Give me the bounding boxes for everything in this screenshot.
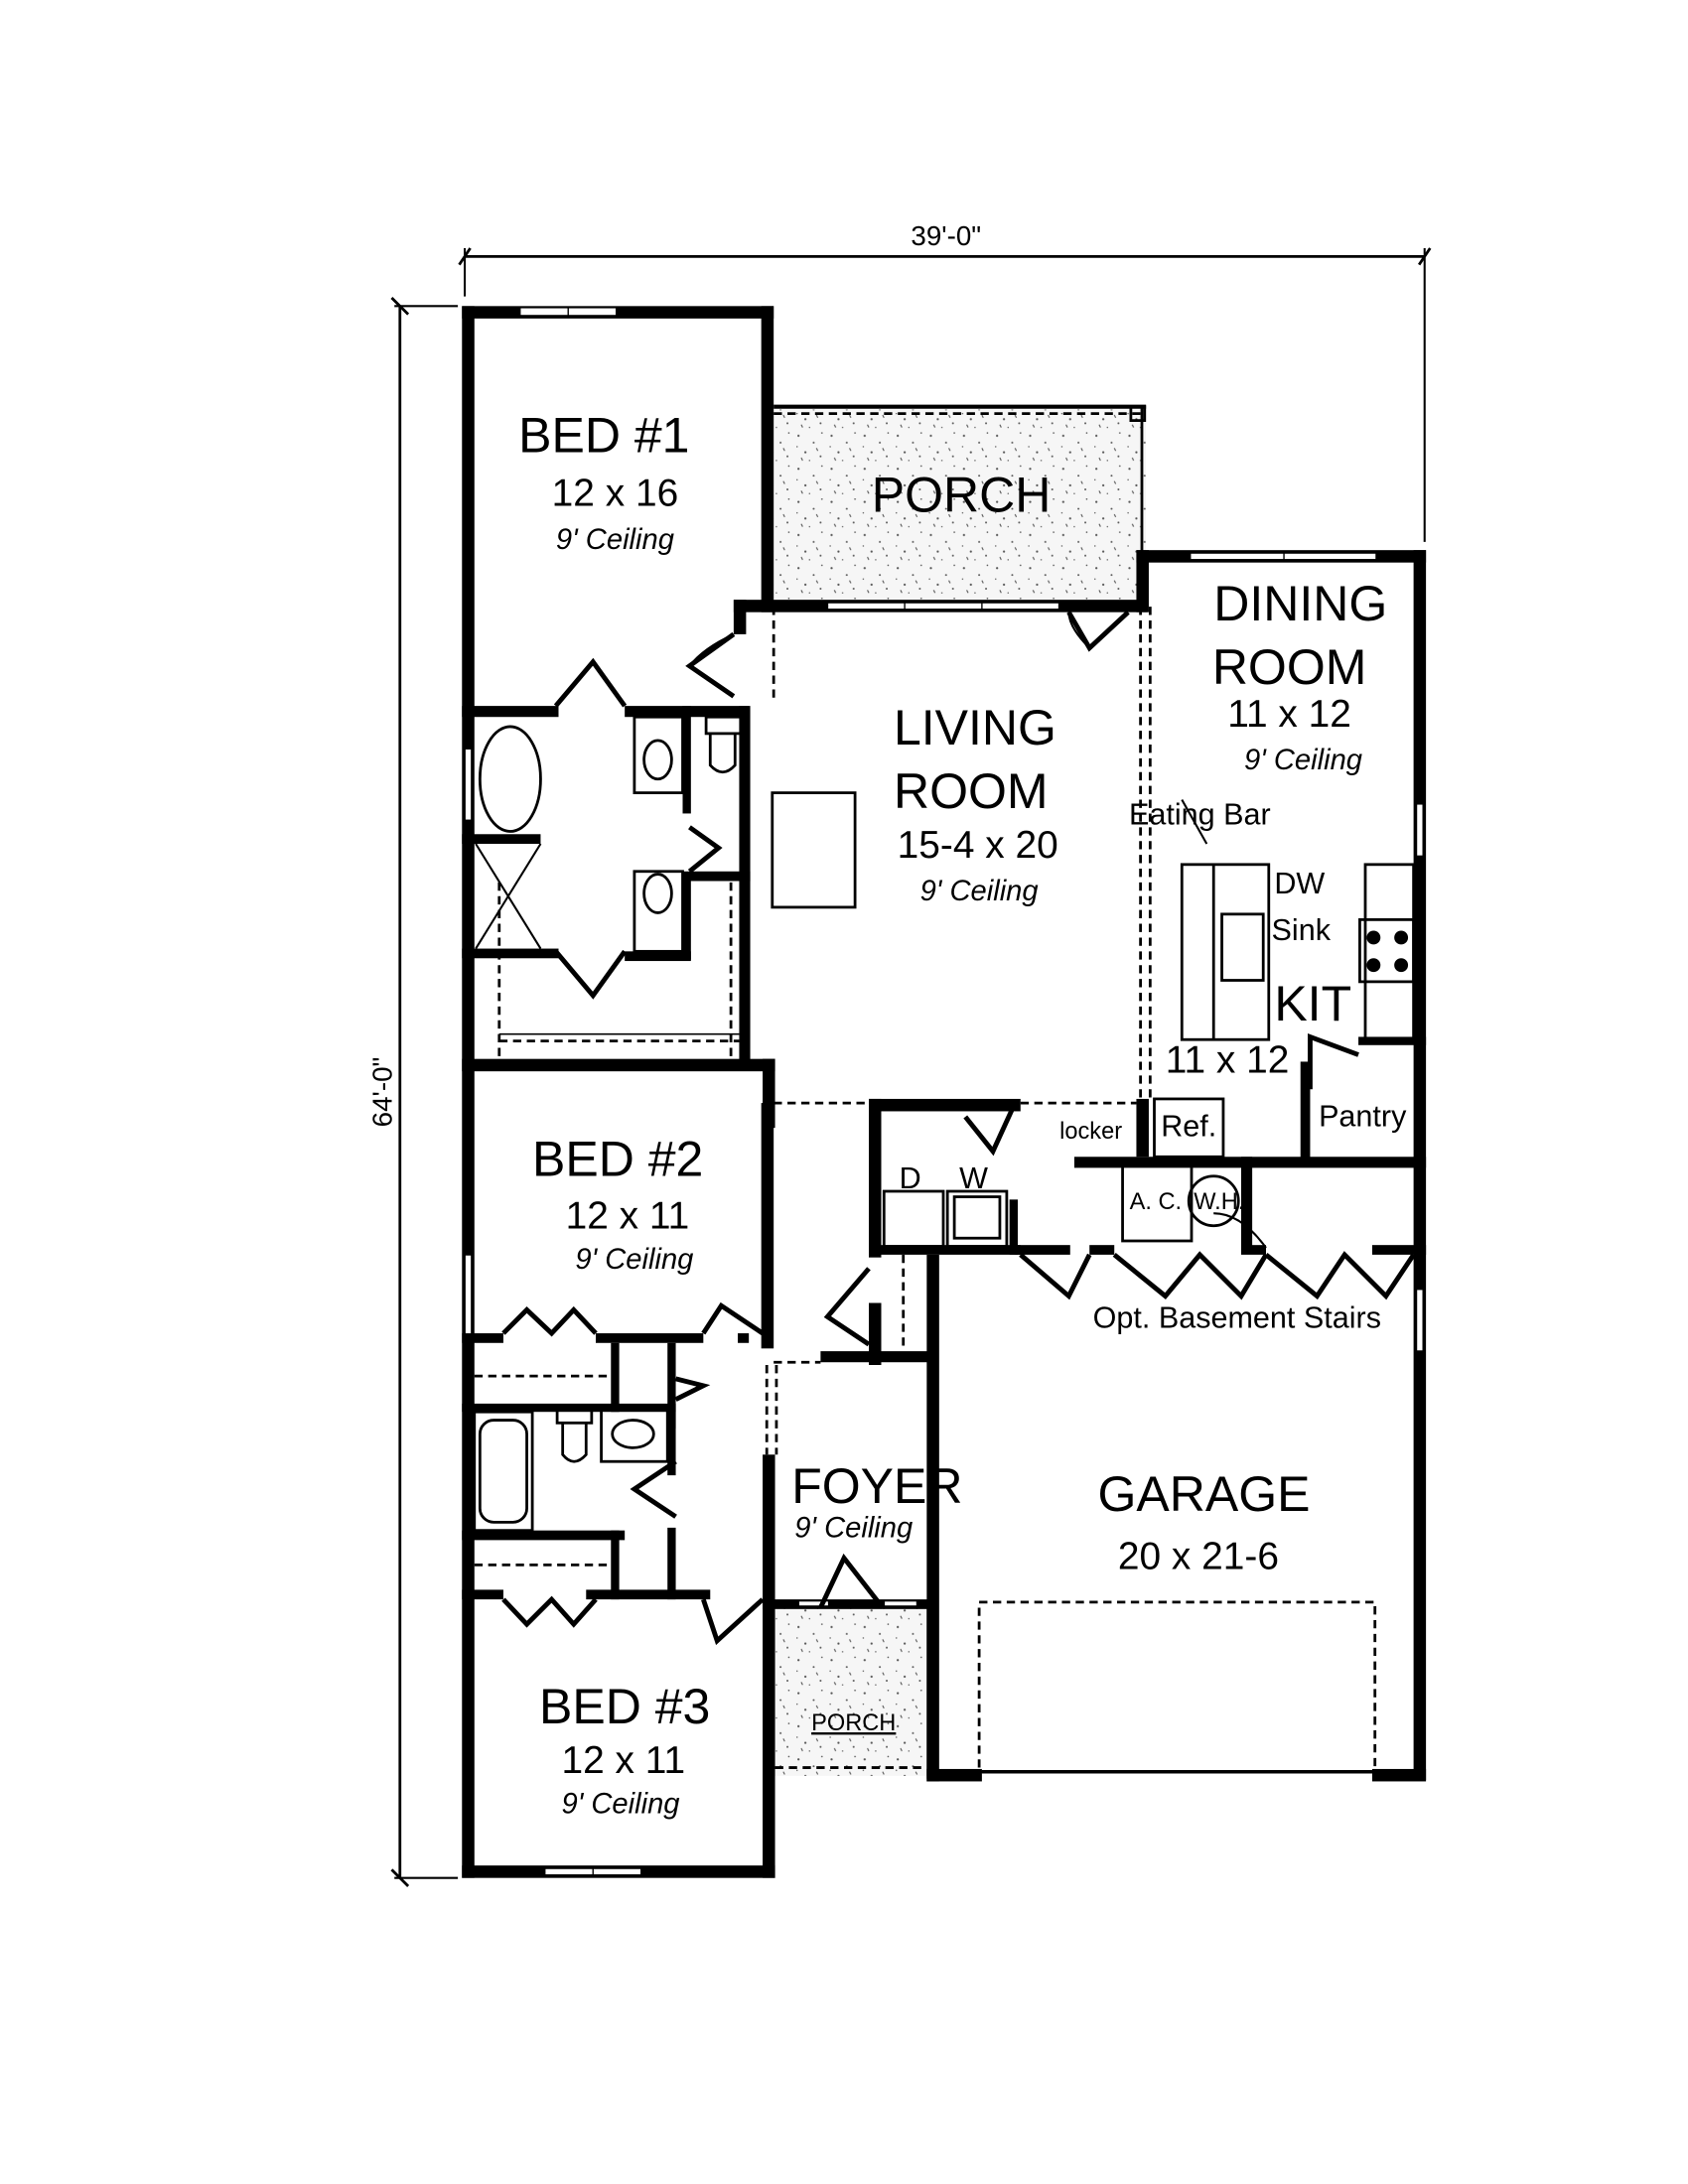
dining-ceiling: 9' Ceiling (1244, 745, 1362, 776)
bed1-ceiling: 9' Ceiling (556, 524, 674, 556)
bed1-name: BED #1 (518, 408, 689, 464)
rear-porch-name: PORCH (872, 467, 1052, 522)
room-bed2: BED #2 12 x 11 9' Ceiling (532, 1132, 703, 1276)
kitchen-size: 11 x 12 (1166, 1039, 1290, 1082)
garage-size: 20 x 21-6 (1118, 1536, 1279, 1578)
living-name-line2: ROOM (894, 763, 1049, 819)
basement-stairs-label: Opt. Basement Stairs (1093, 1301, 1381, 1335)
dining-size: 11 x 12 (1227, 693, 1351, 736)
doors (501, 610, 1416, 1646)
water-heater-label: W.H. (1194, 1189, 1244, 1215)
living-size: 15-4 x 20 (898, 824, 1058, 867)
room-porch-rear: PORCH (872, 467, 1052, 522)
garage-name: GARAGE (1098, 1466, 1311, 1522)
bed3-ceiling: 9' Ceiling (561, 1788, 679, 1820)
dining-name-line1: DINING (1213, 576, 1387, 631)
front-porch-name: PORCH (811, 1710, 896, 1736)
front-porch-slab (774, 1607, 927, 1776)
kitchen-name: KIT (1274, 976, 1351, 1031)
fixtures (473, 715, 1415, 1533)
foyer-name: FOYER (791, 1458, 962, 1514)
dimension-depth: 64'-0" (366, 297, 459, 1887)
sink-label: Sink (1272, 913, 1332, 947)
bed2-name: BED #2 (532, 1132, 703, 1187)
foyer-ceiling: 9' Ceiling (794, 1513, 913, 1545)
room-laundry: D W (900, 1161, 988, 1195)
windows (464, 306, 1425, 1876)
room-dining: DINING ROOM 11 x 12 9' Ceiling (1212, 576, 1387, 776)
dimension-width: 39'-0" (458, 220, 1432, 542)
dryer-label: D (900, 1161, 921, 1195)
bed2-size: 12 x 11 (566, 1195, 690, 1238)
mechanical: A. C. W.H. Opt. Basement Stairs (1093, 1189, 1381, 1334)
locker-label: locker (1059, 1119, 1122, 1145)
room-bed3: BED #3 12 x 11 9' Ceiling (539, 1679, 710, 1820)
room-bed1: BED #1 12 x 16 9' Ceiling (518, 408, 689, 556)
refrigerator-label: Ref. (1161, 1109, 1216, 1143)
eating-bar-label: Eating Bar (1129, 798, 1271, 832)
room-living: LIVING ROOM 15-4 x 20 9' Ceiling (894, 700, 1058, 907)
washer-label: W (959, 1161, 988, 1195)
bed3-size: 12 x 11 (561, 1739, 685, 1782)
pantry-label: Pantry (1319, 1100, 1407, 1134)
dining-name-line2: ROOM (1212, 639, 1367, 695)
rear-porch-slab (774, 409, 1147, 606)
dishwasher-label: DW (1274, 867, 1325, 900)
ac-label: A. C. (1130, 1189, 1182, 1215)
room-garage: GARAGE 20 x 21-6 (1098, 1466, 1311, 1577)
living-name-line1: LIVING (894, 700, 1056, 755)
living-ceiling: 9' Ceiling (920, 876, 1039, 907)
room-foyer: FOYER 9' Ceiling (791, 1458, 962, 1545)
bed2-ceiling: 9' Ceiling (575, 1244, 693, 1276)
overall-width-label: 39'-0" (911, 220, 981, 251)
bed3-name: BED #3 (539, 1679, 710, 1734)
room-kitchen: Eating Bar DW Sink KIT 11 x 12 Pantry Re… (1059, 798, 1407, 1146)
bed1-size: 12 x 16 (552, 473, 679, 515)
overall-depth-label: 64'-0" (366, 1057, 397, 1128)
room-porch-front: PORCH (811, 1710, 896, 1736)
